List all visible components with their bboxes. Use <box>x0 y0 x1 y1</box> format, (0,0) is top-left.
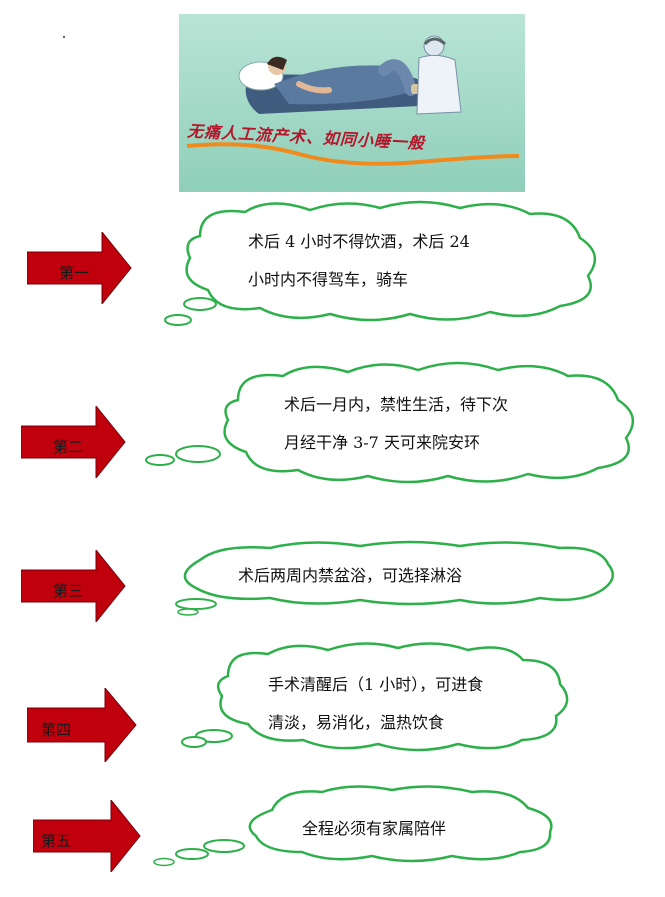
stray-dot <box>63 36 65 38</box>
banner-art <box>179 14 525 192</box>
step-text: 全程必须有家属陪伴 <box>302 819 447 838</box>
red-arrow-icon <box>33 800 141 872</box>
step-text: 手术清醒后（1 小时），可进食 清淡，易消化，温热饮食 <box>268 675 484 732</box>
step-text: 术后一月内，禁性生活，待下次 月经干净 3-7 天可来院安环 <box>284 395 509 452</box>
thought-cloud-icon <box>175 540 615 616</box>
thought-cloud-icon <box>145 361 635 484</box>
step-label: 第一 <box>59 264 90 282</box>
red-arrow-icon <box>27 688 137 762</box>
thought-cloud-icon <box>164 200 597 326</box>
red-arrow-icon <box>21 406 126 478</box>
step-text: 术后两周内禁盆浴，可选择淋浴 <box>238 566 463 585</box>
step-label: 第五 <box>41 832 72 850</box>
step-label: 第四 <box>41 721 72 739</box>
thought-cloud-icon <box>153 785 553 867</box>
red-arrow-icon <box>27 232 132 304</box>
banner-illustration: 无痛人工流产术、如同小睡一般 <box>179 14 525 192</box>
red-arrow-icon <box>21 550 126 622</box>
thought-cloud-icon <box>181 642 569 752</box>
step-label: 第二 <box>53 438 84 456</box>
step-label: 第三 <box>53 582 84 600</box>
step-text: 术后 4 小时不得饮酒，术后 24 小时内不得驾车，骑车 <box>248 232 470 289</box>
